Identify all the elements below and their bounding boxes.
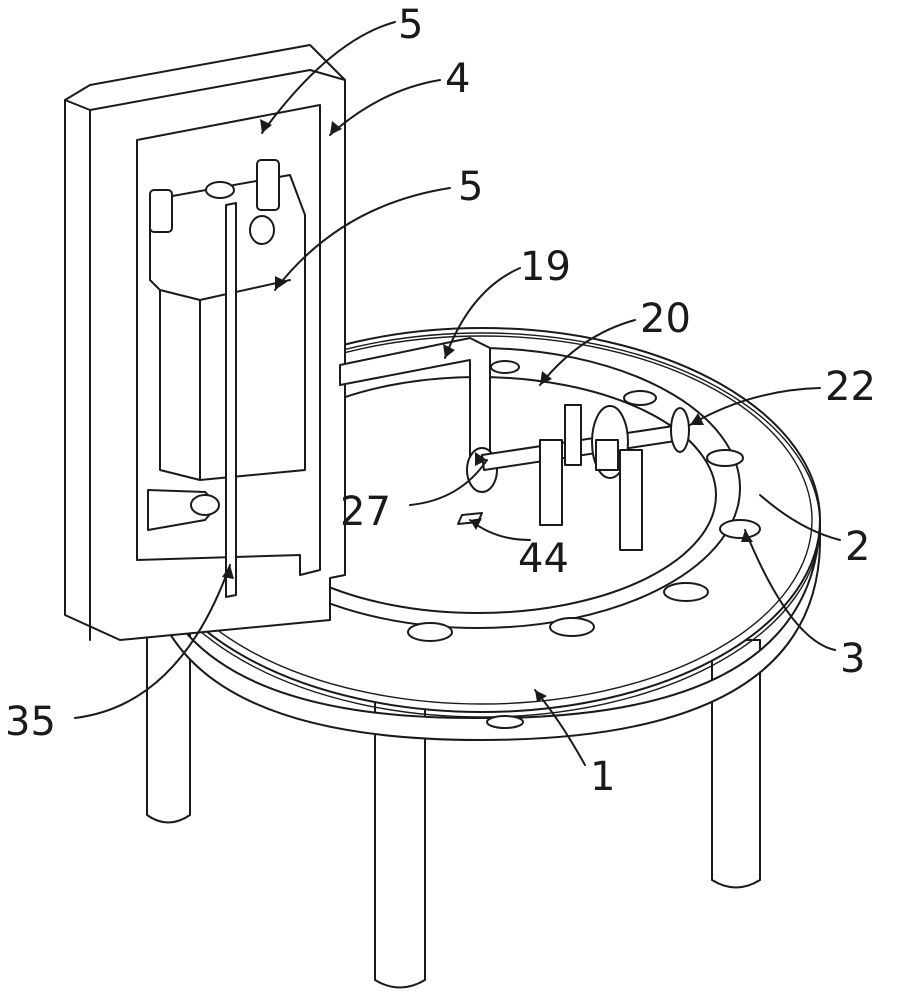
label-1: 1 xyxy=(590,754,615,800)
label-19: 19 xyxy=(520,244,571,290)
coupling xyxy=(596,440,618,470)
disk-22 xyxy=(671,408,689,452)
rod-35 xyxy=(226,203,236,597)
leg-front xyxy=(375,700,425,988)
hole-3 xyxy=(720,520,760,538)
label-2: 2 xyxy=(845,524,870,570)
label-22: 22 xyxy=(825,364,876,410)
guide-post-2 xyxy=(257,160,279,210)
guide-post-1 xyxy=(150,190,172,232)
label-4: 4 xyxy=(445,56,470,102)
knob xyxy=(250,216,274,244)
support-left xyxy=(540,440,562,525)
label-35: 35 xyxy=(5,699,56,745)
clip-left xyxy=(565,405,581,465)
screw-head xyxy=(206,182,234,198)
label-44: 44 xyxy=(518,536,569,582)
support-right xyxy=(620,450,642,550)
label-5-top: 5 xyxy=(398,2,423,48)
label-20: 20 xyxy=(640,296,691,342)
label-3: 3 xyxy=(840,636,865,682)
label-5-mid: 5 xyxy=(458,164,483,210)
label-27: 27 xyxy=(340,489,391,535)
frame xyxy=(65,45,345,640)
